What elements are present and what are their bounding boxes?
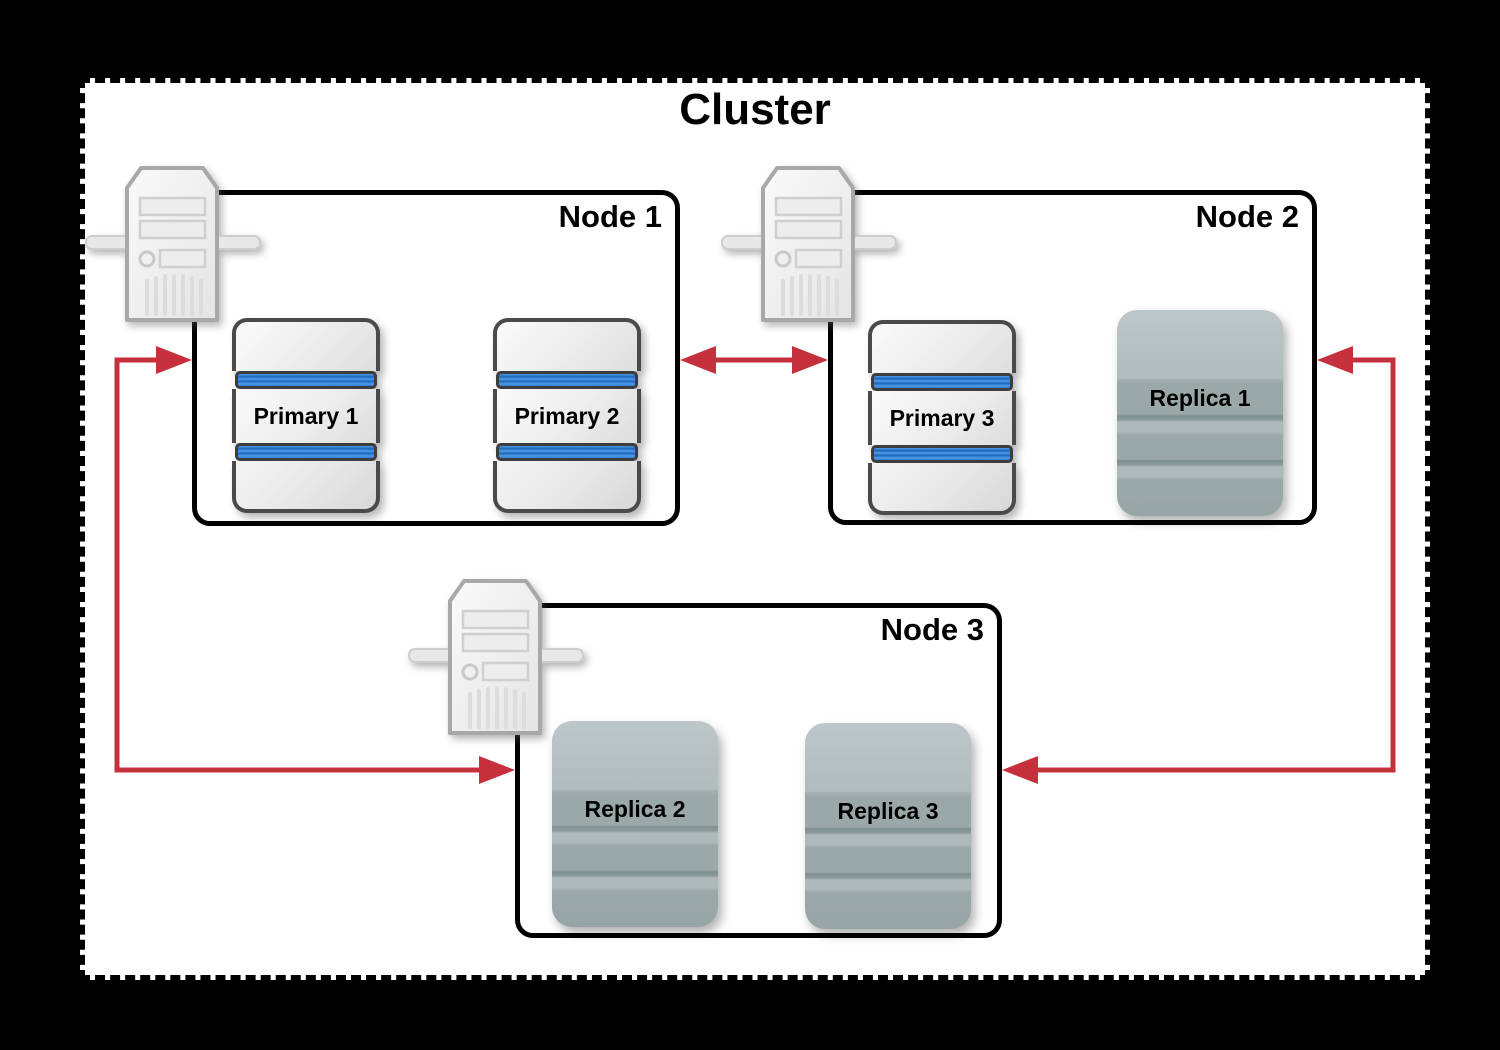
- cylinder-top: [868, 320, 1016, 373]
- cylinder-middle: Primary 2: [493, 389, 641, 443]
- database-label: Replica 3: [837, 798, 939, 824]
- node-title: Node 2: [1195, 199, 1299, 234]
- server-icon: [85, 166, 261, 322]
- server-icon: [721, 166, 897, 322]
- server-icon: [408, 579, 584, 735]
- cylinder-middle: Primary 3: [868, 391, 1016, 445]
- cylinder-band: [496, 371, 638, 389]
- database-label: Replica 2: [584, 796, 686, 822]
- cylinder-band: [235, 371, 377, 389]
- cylinder-top: [232, 318, 380, 371]
- database-label: Replica 1: [1149, 385, 1251, 411]
- cylinder-top: [493, 318, 641, 371]
- cylinder-band: [871, 445, 1013, 463]
- cylinder-bottom: [868, 463, 1016, 515]
- database-label: Primary 3: [889, 404, 995, 431]
- node-title: Node 1: [558, 199, 662, 234]
- database-label: Primary 1: [253, 402, 359, 429]
- cluster-boundary: Cluster Node 1: [80, 78, 1430, 980]
- replica-label-band: Replica 3: [805, 795, 971, 828]
- diagram-title: Cluster: [679, 85, 831, 134]
- node-title: Node 3: [880, 612, 984, 647]
- database-replica-icon: Replica 3: [805, 723, 971, 929]
- database-primary-icon: Primary 1: [232, 318, 380, 513]
- connection-arrow-node1-node2: [680, 346, 828, 374]
- cylinder-bottom: [232, 461, 380, 513]
- cylinder-band: [496, 443, 638, 461]
- node-box-3: Node 3: [515, 603, 1002, 938]
- cylinder-bottom: [493, 461, 641, 513]
- database-primary-icon: Primary 3: [868, 320, 1016, 515]
- cylinder-band: [871, 373, 1013, 391]
- cylinder-middle: Primary 1: [232, 389, 380, 443]
- replica-label-band: Replica 1: [1117, 382, 1283, 415]
- database-replica-icon: Replica 1: [1117, 310, 1283, 516]
- replica-label-band: Replica 2: [552, 793, 718, 826]
- database-primary-icon: Primary 2: [493, 318, 641, 513]
- cylinder-band: [235, 443, 377, 461]
- database-replica-icon: Replica 2: [552, 721, 718, 927]
- database-label: Primary 2: [514, 402, 620, 429]
